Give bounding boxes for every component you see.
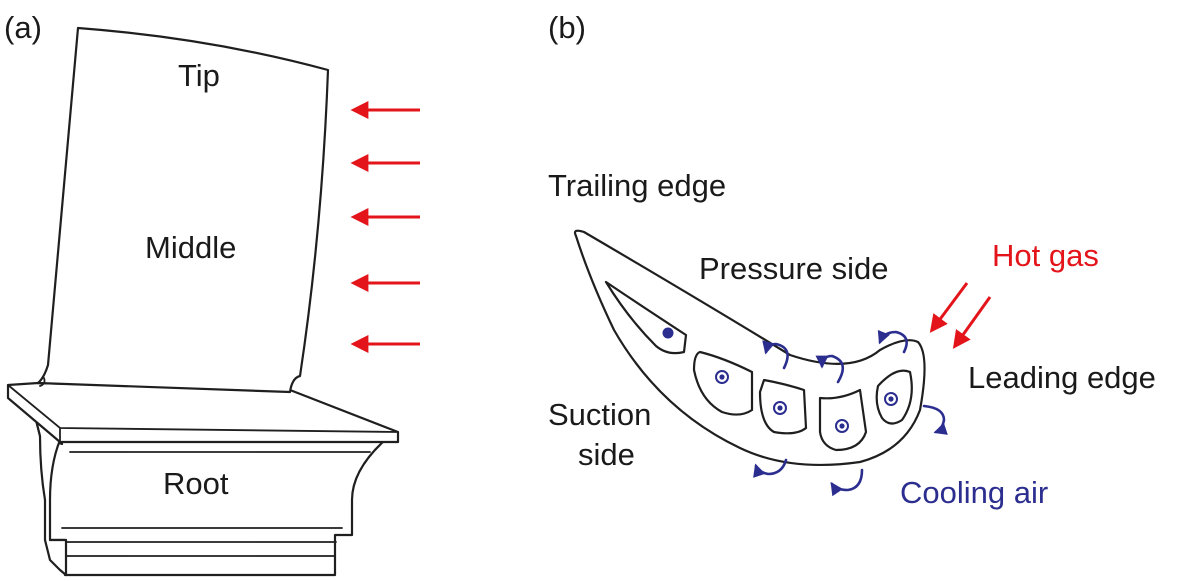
- panel-b: (b): [548, 10, 1156, 510]
- suction-side-label-line2: side: [578, 437, 635, 472]
- hot-gas-arrow: [952, 296, 992, 349]
- hot-gas-label: Hot gas: [992, 238, 1099, 273]
- blade-platform: [6, 381, 400, 444]
- cooling-air-label: Cooling air: [900, 475, 1048, 510]
- hot-gas-arrows-b: [929, 282, 992, 349]
- cooling-dot: [773, 401, 787, 415]
- cooling-arrow: [922, 404, 948, 435]
- cooling-arrow: [815, 354, 845, 384]
- root-label: Root: [163, 466, 229, 501]
- cooling-arrow: [830, 468, 864, 497]
- cooling-air-arrows: [753, 329, 948, 497]
- cooling-dot: [662, 327, 674, 339]
- cooling-arrow: [877, 329, 908, 354]
- cooling-passage: [758, 378, 808, 435]
- pressure-side-label: Pressure side: [699, 251, 889, 286]
- hot-gas-flow-arrows-a: [350, 101, 420, 353]
- blade-airfoil: [36, 26, 330, 394]
- cooling-arrow: [753, 458, 788, 478]
- panel-a: (a) Tip Middle Root: [4, 10, 420, 577]
- cooling-dot: [715, 370, 729, 384]
- cooling-dot: [884, 392, 898, 406]
- cooling-arrow: [762, 340, 789, 370]
- leading-edge-label: Leading edge: [968, 360, 1156, 395]
- tip-label: Tip: [178, 58, 220, 93]
- cooling-air-dots: [662, 327, 898, 433]
- middle-label: Middle: [145, 230, 236, 265]
- cooling-dot: [835, 419, 849, 433]
- cooling-passage: [875, 369, 913, 425]
- suction-side-label-line1: Suction: [548, 397, 651, 432]
- panel-a-label: (a): [4, 10, 42, 45]
- hot-gas-arrow: [929, 282, 969, 333]
- trailing-edge-label: Trailing edge: [548, 168, 726, 203]
- blade-root: [34, 418, 387, 577]
- panel-b-label: (b): [548, 10, 586, 45]
